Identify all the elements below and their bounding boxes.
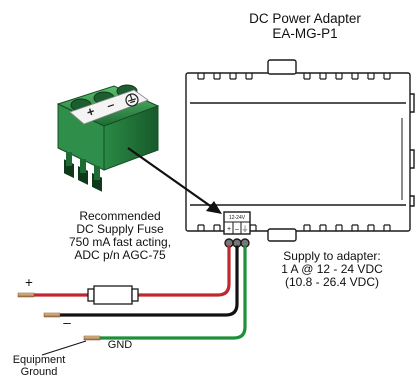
adapter-body	[185, 72, 411, 232]
adapter-model: EA-MG-P1	[272, 25, 338, 41]
connector-label-plate	[69, 89, 149, 125]
connector-arrow	[127, 147, 222, 214]
fuse-recommendation: Recommended DC Supply Fuse 750 mA fast a…	[20, 210, 220, 262]
top-clip	[267, 59, 297, 75]
connector-pin-1	[66, 152, 72, 166]
negative-label: –	[63, 315, 71, 330]
connector-minus-symbol: –	[105, 96, 117, 113]
supply-note: Supply to adapter: 1 A @ 12 - 24 VDC (10…	[252, 250, 412, 289]
positive-wire-end	[17, 292, 35, 298]
terminal-plus-mark: +	[227, 226, 231, 233]
adapter-housing	[185, 59, 415, 248]
right-side-tabs	[410, 93, 415, 207]
equipment-ground-label: Equipment Ground	[0, 354, 78, 379]
connector-pin-3	[94, 166, 100, 180]
terminal-ground-mark: ⏚	[242, 225, 249, 233]
adapter-terminal-block	[223, 211, 251, 235]
connector-side-face	[103, 105, 159, 171]
adapter-title: DC Power Adapter EA-MG-P1	[200, 11, 410, 41]
gnd-label: GND	[107, 339, 133, 351]
bottom-clip	[267, 228, 297, 242]
fuse-line1: Recommended	[79, 209, 161, 223]
ground-wire	[96, 245, 247, 340]
negative-wire	[56, 245, 239, 317]
ground-wire-end	[83, 335, 101, 341]
terminal-minus-mark: –	[235, 226, 239, 233]
top-vents	[197, 73, 391, 80]
supply-line1: Supply to adapter:	[283, 249, 381, 263]
connector-ground-symbol	[125, 93, 139, 107]
terminal-voltage-mark: 12-24V	[229, 215, 246, 221]
wiring	[31, 245, 247, 340]
fuse-line4: ADC p/n AGC-75	[74, 247, 166, 262]
equipment-ground-line1: Equipment	[12, 354, 66, 366]
adapter-title-line1: DC Power Adapter	[249, 11, 361, 26]
ground-pointer-line	[41, 340, 87, 356]
positive-label: +	[25, 275, 33, 290]
fuse-line3: 750 mA fast acting,	[68, 234, 172, 249]
connector-pin-2	[80, 159, 86, 173]
negative-wire-end	[43, 312, 61, 318]
supply-line3: (10.8 - 26.4 VDC)	[284, 274, 380, 289]
positive-wire	[31, 245, 231, 297]
equipment-ground-line2: Ground	[20, 365, 58, 378]
inline-fuse	[87, 285, 139, 305]
bottom-vents	[197, 224, 391, 231]
green-connector-image: + –	[56, 84, 160, 192]
fuse-line2: DC Supply Fuse	[76, 221, 164, 236]
supply-line2: 1 A @ 12 - 24 VDC	[281, 261, 383, 276]
